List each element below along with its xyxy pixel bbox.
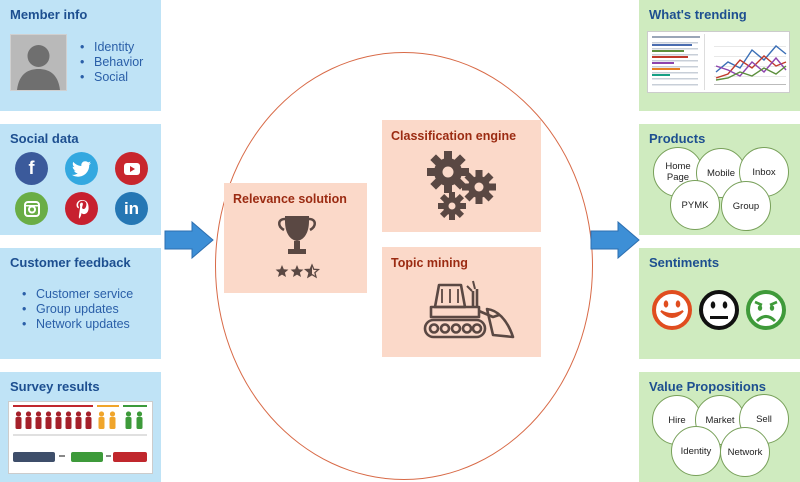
classification-engine-box: Classification engine	[382, 120, 541, 232]
product-group: Group	[721, 181, 771, 231]
happy-face-icon	[652, 290, 692, 330]
instagram-icon	[15, 192, 48, 225]
youtube-icon	[115, 152, 148, 185]
processing-circle	[215, 52, 593, 480]
topic-mining-box: Topic mining	[382, 247, 541, 357]
survey-results-title: Survey results	[10, 379, 100, 394]
trending-chart-thumbnail	[647, 31, 790, 93]
list-item: Customer service	[20, 287, 133, 302]
input-arrow-icon	[164, 221, 214, 259]
survey-nps-thumbnail	[8, 401, 153, 474]
list-item: Group updates	[20, 302, 133, 317]
whats-trending-title: What's trending	[649, 7, 747, 22]
sad-face-icon	[746, 290, 786, 330]
social-data-panel: Social data f in	[0, 124, 161, 235]
output-arrow-icon	[590, 221, 640, 259]
list-item: Network updates	[20, 317, 133, 332]
products-panel: Products Home Page Mobile Inbox PYMK Gro…	[639, 124, 800, 235]
value-network: Network	[720, 427, 770, 477]
customer-feedback-title: Customer feedback	[10, 255, 131, 270]
sentiments-title: Sentiments	[649, 255, 720, 270]
bulldozer-icon	[423, 280, 515, 339]
gears-icon	[427, 151, 496, 220]
list-item: Identity	[78, 40, 143, 55]
relevance-solution-title: Relevance solution	[233, 192, 347, 206]
customer-feedback-panel: Customer feedback Customer service Group…	[0, 248, 161, 359]
survey-results-panel: Survey results	[0, 372, 161, 482]
value-identity: Identity	[671, 426, 721, 476]
products-title: Products	[649, 131, 706, 146]
member-info-title: Member info	[10, 7, 88, 22]
sentiments-panel: Sentiments	[639, 248, 800, 359]
social-data-title: Social data	[10, 131, 79, 146]
avatar-icon	[10, 34, 67, 91]
list-item: Social	[78, 70, 143, 85]
whats-trending-panel: What's trending	[639, 0, 800, 111]
member-info-list: Identity Behavior Social	[78, 40, 143, 85]
value-propositions-panel: Value Propositions Hire Market Sell Iden…	[639, 372, 800, 482]
topic-mining-title: Topic mining	[391, 256, 468, 270]
relevance-solution-box: Relevance solution	[224, 183, 367, 293]
linkedin-icon: in	[115, 192, 148, 225]
product-pymk: PYMK	[670, 180, 720, 230]
member-info-panel: Member info Identity Behavior Social	[0, 0, 161, 111]
classification-engine-title: Classification engine	[391, 129, 517, 143]
facebook-icon: f	[15, 152, 48, 185]
pinterest-icon	[65, 192, 98, 225]
neutral-face-icon	[699, 290, 739, 330]
customer-feedback-list: Customer service Group updates Network u…	[20, 287, 133, 332]
list-item: Behavior	[78, 55, 143, 70]
value-propositions-title: Value Propositions	[649, 379, 767, 394]
trophy-stars-icon	[275, 216, 321, 279]
twitter-icon	[65, 152, 98, 185]
